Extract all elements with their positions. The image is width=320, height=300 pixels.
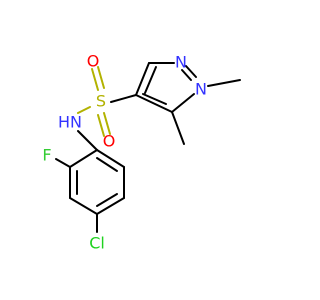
atom-oxygen-top: O bbox=[87, 52, 100, 71]
bond-c3-c4-double bbox=[144, 66, 157, 94]
bond-s-o-bottom-b bbox=[97, 114, 105, 137]
bond-s-o-top-a bbox=[91, 68, 99, 91]
bond-ar-c1-c2 bbox=[69, 149, 98, 168]
bond-c-f bbox=[55, 158, 71, 168]
bond-ar-c3-c4 bbox=[69, 197, 98, 215]
bond-c5-c4-inner bbox=[142, 93, 167, 105]
bond-n1-c5 bbox=[171, 93, 195, 113]
bond-n1-methyl bbox=[207, 79, 241, 87]
bond-s-n bbox=[77, 106, 91, 114]
bond-ar-c4-c5 bbox=[96, 197, 125, 215]
benzene-ring bbox=[69, 149, 125, 215]
atom-nh-hydrogen: H bbox=[58, 113, 70, 132]
bond-n2-n1-double bbox=[181, 69, 192, 81]
molecule-structure-diagram: N N S O O N H F Cl bbox=[42, 51, 241, 253]
atom-chlorine: Cl bbox=[89, 234, 105, 253]
bond-ar-c1-c6-inner bbox=[96, 157, 118, 172]
bond-c5-c4-double bbox=[135, 94, 173, 113]
bond-ar-c1-c6 bbox=[96, 149, 125, 168]
atom-fluorine: F bbox=[42, 146, 51, 165]
pyrazole-ring bbox=[135, 62, 197, 113]
bond-s-o-bottom-a bbox=[103, 112, 111, 135]
atom-sulfur: S bbox=[96, 92, 106, 111]
atom-n-pyrazole-1: N bbox=[195, 80, 207, 99]
bond-c3-c4 bbox=[135, 62, 150, 96]
bond-s-o-top-b bbox=[97, 66, 105, 89]
bond-c5-methyl bbox=[171, 111, 185, 145]
atom-nh-nitrogen: N bbox=[70, 113, 82, 132]
atom-oxygen-bottom: O bbox=[103, 132, 116, 151]
bond-c4-s bbox=[110, 94, 137, 103]
atom-n-pyrazole-2: N bbox=[175, 53, 187, 72]
bond-n-aryl bbox=[77, 130, 98, 151]
bond-n2-n1 bbox=[185, 65, 197, 78]
bond-ar-c4-c5-inner bbox=[96, 193, 118, 207]
molecule-svg: N N S O O N H F Cl bbox=[42, 52, 241, 253]
